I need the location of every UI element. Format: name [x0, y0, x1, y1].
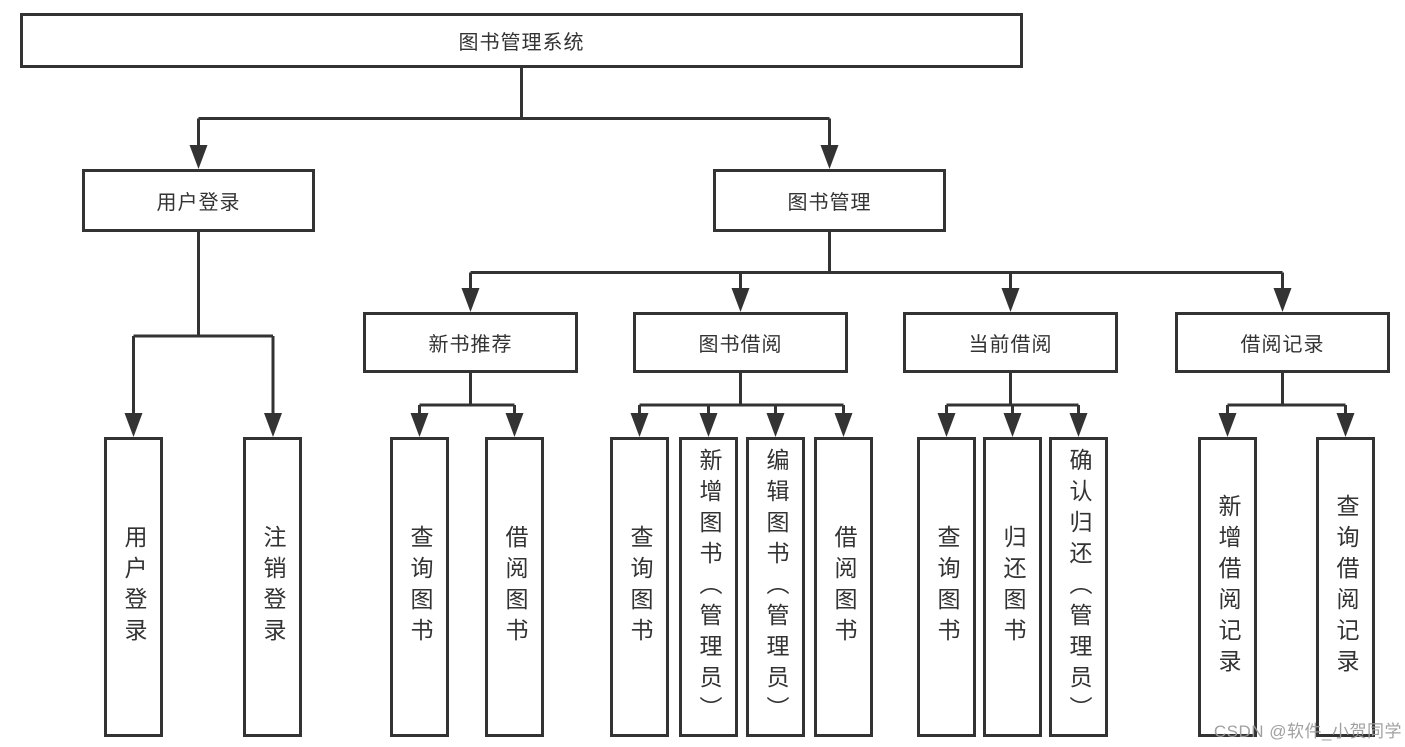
node-book-management: 图书管理 [713, 169, 946, 232]
csdn-watermark: CSDN @软件_小贺同学 [1213, 722, 1402, 741]
arrow-icon [410, 413, 429, 437]
arrow-icon [731, 288, 750, 312]
leaf-nbr-borrow-book-label: 借阅图书 [502, 525, 528, 649]
arrow-icon [461, 288, 480, 312]
leaf-cb-confirm-return-admin: 确认归还（管理员） [1049, 437, 1108, 737]
arrow-icon [1069, 413, 1088, 437]
leaf-bb-query-book-label: 查询图书 [627, 525, 653, 649]
leaf-nbr-query-book: 查询图书 [390, 437, 449, 737]
leaf-bb-add-book-admin-label: 新增图书（管理员） [696, 447, 722, 727]
leaf-br-query-record: 查询借阅记录 [1316, 437, 1375, 737]
node-root: 图书管理系统 [20, 13, 1023, 68]
arrow-icon [834, 413, 853, 437]
node-root-label: 图书管理系统 [458, 32, 585, 54]
leaf-cb-return-book: 归还图书 [983, 437, 1042, 737]
leaf-bb-borrow-book-label: 借阅图书 [831, 525, 857, 649]
connector-root-to-level2 [197, 68, 831, 150]
node-current-borrow-label: 当前借阅 [968, 334, 1053, 356]
arrow-icon [264, 413, 282, 437]
arrow-icon [124, 413, 143, 437]
leaf-br-add-record-label: 新增借阅记录 [1215, 494, 1241, 680]
node-borrow-record: 借阅记录 [1175, 312, 1390, 373]
leaf-logout-label: 注销登录 [260, 525, 286, 649]
node-book-management-label: 图书管理 [787, 192, 872, 214]
connector-borrow-record-to-leaves [1226, 373, 1347, 418]
node-user-login: 用户登录 [82, 169, 315, 232]
leaf-bb-query-book: 查询图书 [610, 437, 669, 737]
node-borrow-record-label: 借阅记录 [1240, 334, 1325, 356]
node-user-login-label: 用户登录 [156, 192, 241, 214]
arrow-icon [1273, 288, 1292, 312]
leaf-nbr-query-book-label: 查询图书 [407, 525, 433, 649]
arrow-icon [820, 145, 839, 169]
leaf-br-add-record: 新增借阅记录 [1198, 437, 1257, 737]
connector-book-borrow-to-leaves [638, 373, 845, 418]
leaf-cb-return-book-label: 归还图书 [1000, 525, 1026, 649]
arrow-icon [630, 413, 649, 437]
connector-new-book-rec-to-leaves [418, 373, 516, 418]
leaf-bb-edit-book-admin-label: 编辑图书（管理员） [763, 447, 789, 727]
leaf-bb-add-book-admin: 新增图书（管理员） [679, 437, 738, 737]
node-book-borrow: 图书借阅 [633, 312, 848, 373]
connector-current-borrow-to-leaves [945, 373, 1080, 418]
leaf-cb-query-book-label: 查询图书 [934, 525, 960, 649]
connector-book-mgmt-to-level3 [469, 232, 1284, 293]
arrow-icon [937, 413, 956, 437]
node-new-book-recommend-label: 新书推荐 [428, 334, 513, 356]
connector-user-login-to-leaves [132, 232, 275, 418]
leaf-br-query-record-label: 查询借阅记录 [1333, 494, 1359, 680]
arrow-icon [1001, 288, 1020, 312]
arrow-icon [189, 145, 208, 169]
leaf-bb-borrow-book: 借阅图书 [814, 437, 873, 737]
leaf-bb-edit-book-admin: 编辑图书（管理员） [746, 437, 805, 737]
arrow-icon [699, 413, 718, 437]
leaf-nbr-borrow-book: 借阅图书 [485, 437, 544, 737]
node-current-borrow: 当前借阅 [903, 312, 1118, 373]
leaf-cb-confirm-return-admin-label: 确认归还（管理员） [1066, 447, 1092, 727]
arrow-icon [505, 413, 524, 437]
leaf-user-login: 用户登录 [104, 437, 163, 737]
arrow-icon [1003, 413, 1022, 437]
arrow-icon [1336, 413, 1355, 437]
leaf-cb-query-book: 查询图书 [917, 437, 976, 737]
arrow-icon [1218, 413, 1237, 437]
leaf-user-login-label: 用户登录 [121, 525, 147, 649]
node-book-borrow-label: 图书借阅 [698, 334, 783, 356]
node-new-book-recommend: 新书推荐 [363, 312, 578, 373]
leaf-logout: 注销登录 [243, 437, 302, 737]
arrow-icon [766, 413, 785, 437]
